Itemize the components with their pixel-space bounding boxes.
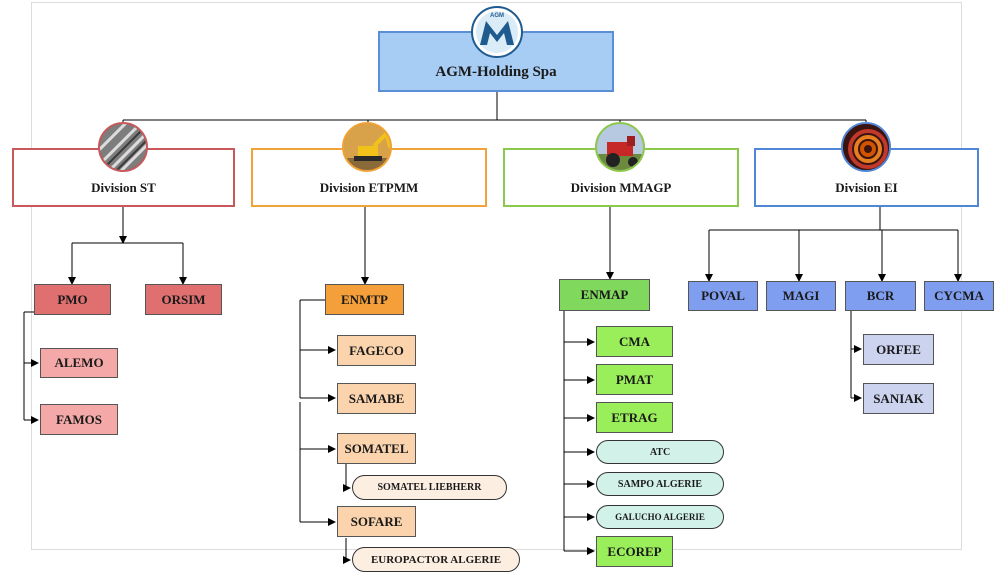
subsidiary-etrag: ETRAG bbox=[596, 402, 673, 433]
subsidiary-galucho-algerie-label: GALUCHO ALGERIE bbox=[615, 512, 705, 522]
subsidiary-famos: FAMOS bbox=[40, 404, 118, 435]
subsidiary-alemo-label: ALEMO bbox=[54, 355, 104, 370]
subsidiary-sampo-algerie: SAMPO ALGERIE bbox=[596, 472, 724, 496]
company-magi: MAGI bbox=[766, 281, 836, 311]
subsidiary-etrag-label: ETRAG bbox=[611, 409, 658, 425]
company-bcr: BCR bbox=[845, 281, 916, 311]
division-etpmm-label: Division ETPMM bbox=[319, 179, 419, 195]
agm-m-logo-icon: AGM bbox=[470, 5, 524, 59]
subsidiary-europactor-algerie-label: EUROPACTOR ALGERIE bbox=[370, 553, 502, 566]
subsidiary-pmat-label: PMAT bbox=[615, 371, 654, 387]
company-pmo-label: PMO bbox=[57, 291, 88, 307]
subsidiary-orfee: ORFEE bbox=[863, 334, 934, 365]
company-enmap-label: ENMAP bbox=[580, 287, 629, 302]
company-magi-label: MAGI bbox=[782, 288, 820, 303]
subsidiary-samabe: SAMABE bbox=[337, 383, 416, 414]
copper-cables-photo-icon bbox=[841, 122, 891, 172]
company-enmap: ENMAP bbox=[559, 279, 650, 311]
company-orsim: ORSIM bbox=[145, 284, 222, 315]
subsidiary-pmat: PMAT bbox=[596, 364, 673, 395]
subsidiary-cma: CMA bbox=[596, 326, 673, 357]
subsidiary-orfee-label: ORFEE bbox=[876, 341, 921, 357]
company-cycma: CYCMA bbox=[924, 281, 994, 311]
company-poval-label: POVAL bbox=[701, 288, 745, 303]
subsidiary-saniak-label: SANIAK bbox=[873, 390, 924, 406]
subsidiary-europactor-algerie: EUROPACTOR ALGERIE bbox=[352, 547, 520, 572]
company-bcr-label: BCR bbox=[866, 288, 895, 303]
subsidiary-sofare: SOFARE bbox=[337, 506, 416, 537]
subsidiary-samabe-label: SAMABE bbox=[348, 390, 405, 406]
subsidiary-fageco: FAGECO bbox=[337, 335, 416, 366]
subsidiary-somatel-liebherr-label: SOMATEL LIEBHERR bbox=[377, 482, 482, 493]
subsidiary-somatel: SOMATEL bbox=[337, 433, 416, 464]
subsidiary-fageco-label: FAGECO bbox=[349, 342, 404, 358]
subsidiary-atc: ATC bbox=[596, 440, 724, 464]
company-enmtp-label: ENMTP bbox=[341, 291, 388, 307]
holding-name: AGM-Holding Spa bbox=[435, 64, 557, 80]
company-poval: POVAL bbox=[688, 281, 758, 311]
subsidiary-somatel-label: SOMATEL bbox=[344, 440, 409, 456]
subsidiary-ecorep-label: ECOREP bbox=[607, 543, 662, 559]
tractor-photo-icon bbox=[595, 122, 645, 172]
subsidiary-alemo: ALEMO bbox=[40, 348, 118, 378]
company-pmo: PMO bbox=[34, 284, 111, 315]
logo-text: AGM bbox=[490, 13, 504, 19]
subsidiary-saniak: SANIAK bbox=[863, 383, 934, 414]
metal-bars-photo-icon bbox=[98, 122, 148, 172]
division-st-label: Division ST bbox=[91, 179, 156, 195]
company-cycma-label: CYCMA bbox=[934, 288, 984, 303]
excavator-photo-icon bbox=[342, 122, 392, 172]
company-orsim-label: ORSIM bbox=[161, 291, 206, 307]
company-enmtp: ENMTP bbox=[325, 284, 404, 315]
subsidiary-cma-label: CMA bbox=[618, 333, 651, 349]
subsidiary-sofare-label: SOFARE bbox=[350, 513, 403, 529]
division-mmagp-label: Division MMAGP bbox=[570, 179, 672, 195]
subsidiary-ecorep: ECOREP bbox=[596, 536, 673, 567]
division-ei-label: Division EI bbox=[835, 179, 898, 195]
subsidiary-galucho-algerie: GALUCHO ALGERIE bbox=[596, 505, 724, 529]
subsidiary-atc-label: ATC bbox=[649, 446, 671, 458]
subsidiary-sampo-algerie-label: SAMPO ALGERIE bbox=[617, 478, 703, 490]
subsidiary-famos-label: FAMOS bbox=[56, 411, 102, 427]
subsidiary-somatel-liebherr: SOMATEL LIEBHERR bbox=[352, 475, 507, 500]
